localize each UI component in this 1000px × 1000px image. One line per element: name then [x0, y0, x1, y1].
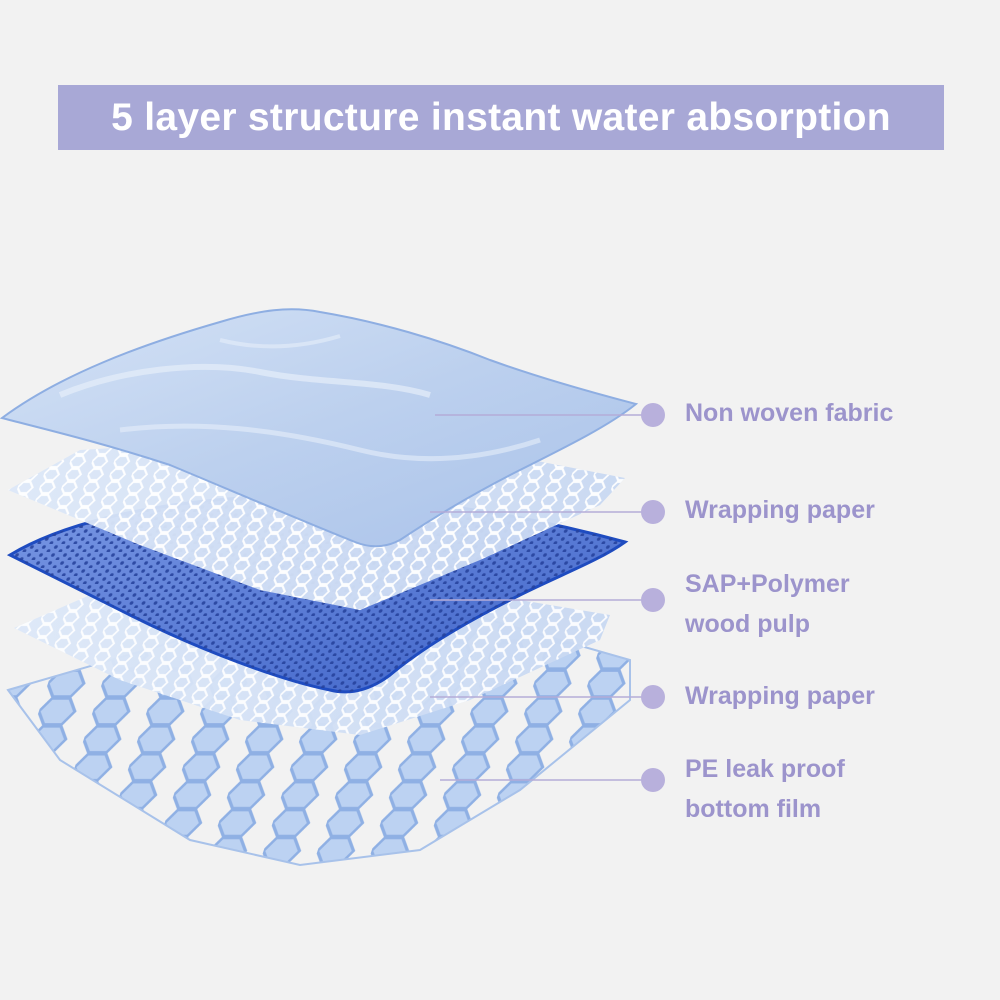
layer-label-wrapping-paper-upper: Wrapping paper — [685, 490, 875, 530]
layer-label-line: SAP+Polymer — [685, 570, 850, 598]
layer-label-line: PE leak proof — [685, 755, 845, 783]
leader-lines — [430, 414, 652, 781]
leader-dot-3 — [641, 588, 665, 612]
layer-label-line: Wrapping paper — [685, 496, 875, 524]
layer-label-line: Wrapping paper — [685, 682, 875, 710]
non-woven-fabric-layer — [0, 308, 639, 548]
layer-label-sap-polymer: SAP+Polymer wood pulp — [685, 564, 850, 644]
title-banner: 5 layer structure instant water absorpti… — [58, 85, 944, 150]
layer-label-line: Non woven fabric — [685, 399, 894, 427]
layer-label-line: wood pulp — [685, 610, 810, 638]
layer-label-pe-bottom-film: PE leak proof bottom film — [685, 749, 845, 829]
leader-dot-5 — [641, 768, 665, 792]
layer-label-non-woven-fabric: Non woven fabric — [685, 393, 893, 433]
layer-label-line: bottom film — [685, 795, 822, 823]
leader-dot-1 — [641, 403, 665, 427]
layer-label-wrapping-paper-lower: Wrapping paper — [685, 676, 875, 716]
leader-dot-4 — [641, 685, 665, 709]
diagram-title: 5 layer structure instant water absorpti… — [111, 95, 891, 139]
leader-dots — [641, 403, 665, 792]
leader-dot-2 — [641, 500, 665, 524]
